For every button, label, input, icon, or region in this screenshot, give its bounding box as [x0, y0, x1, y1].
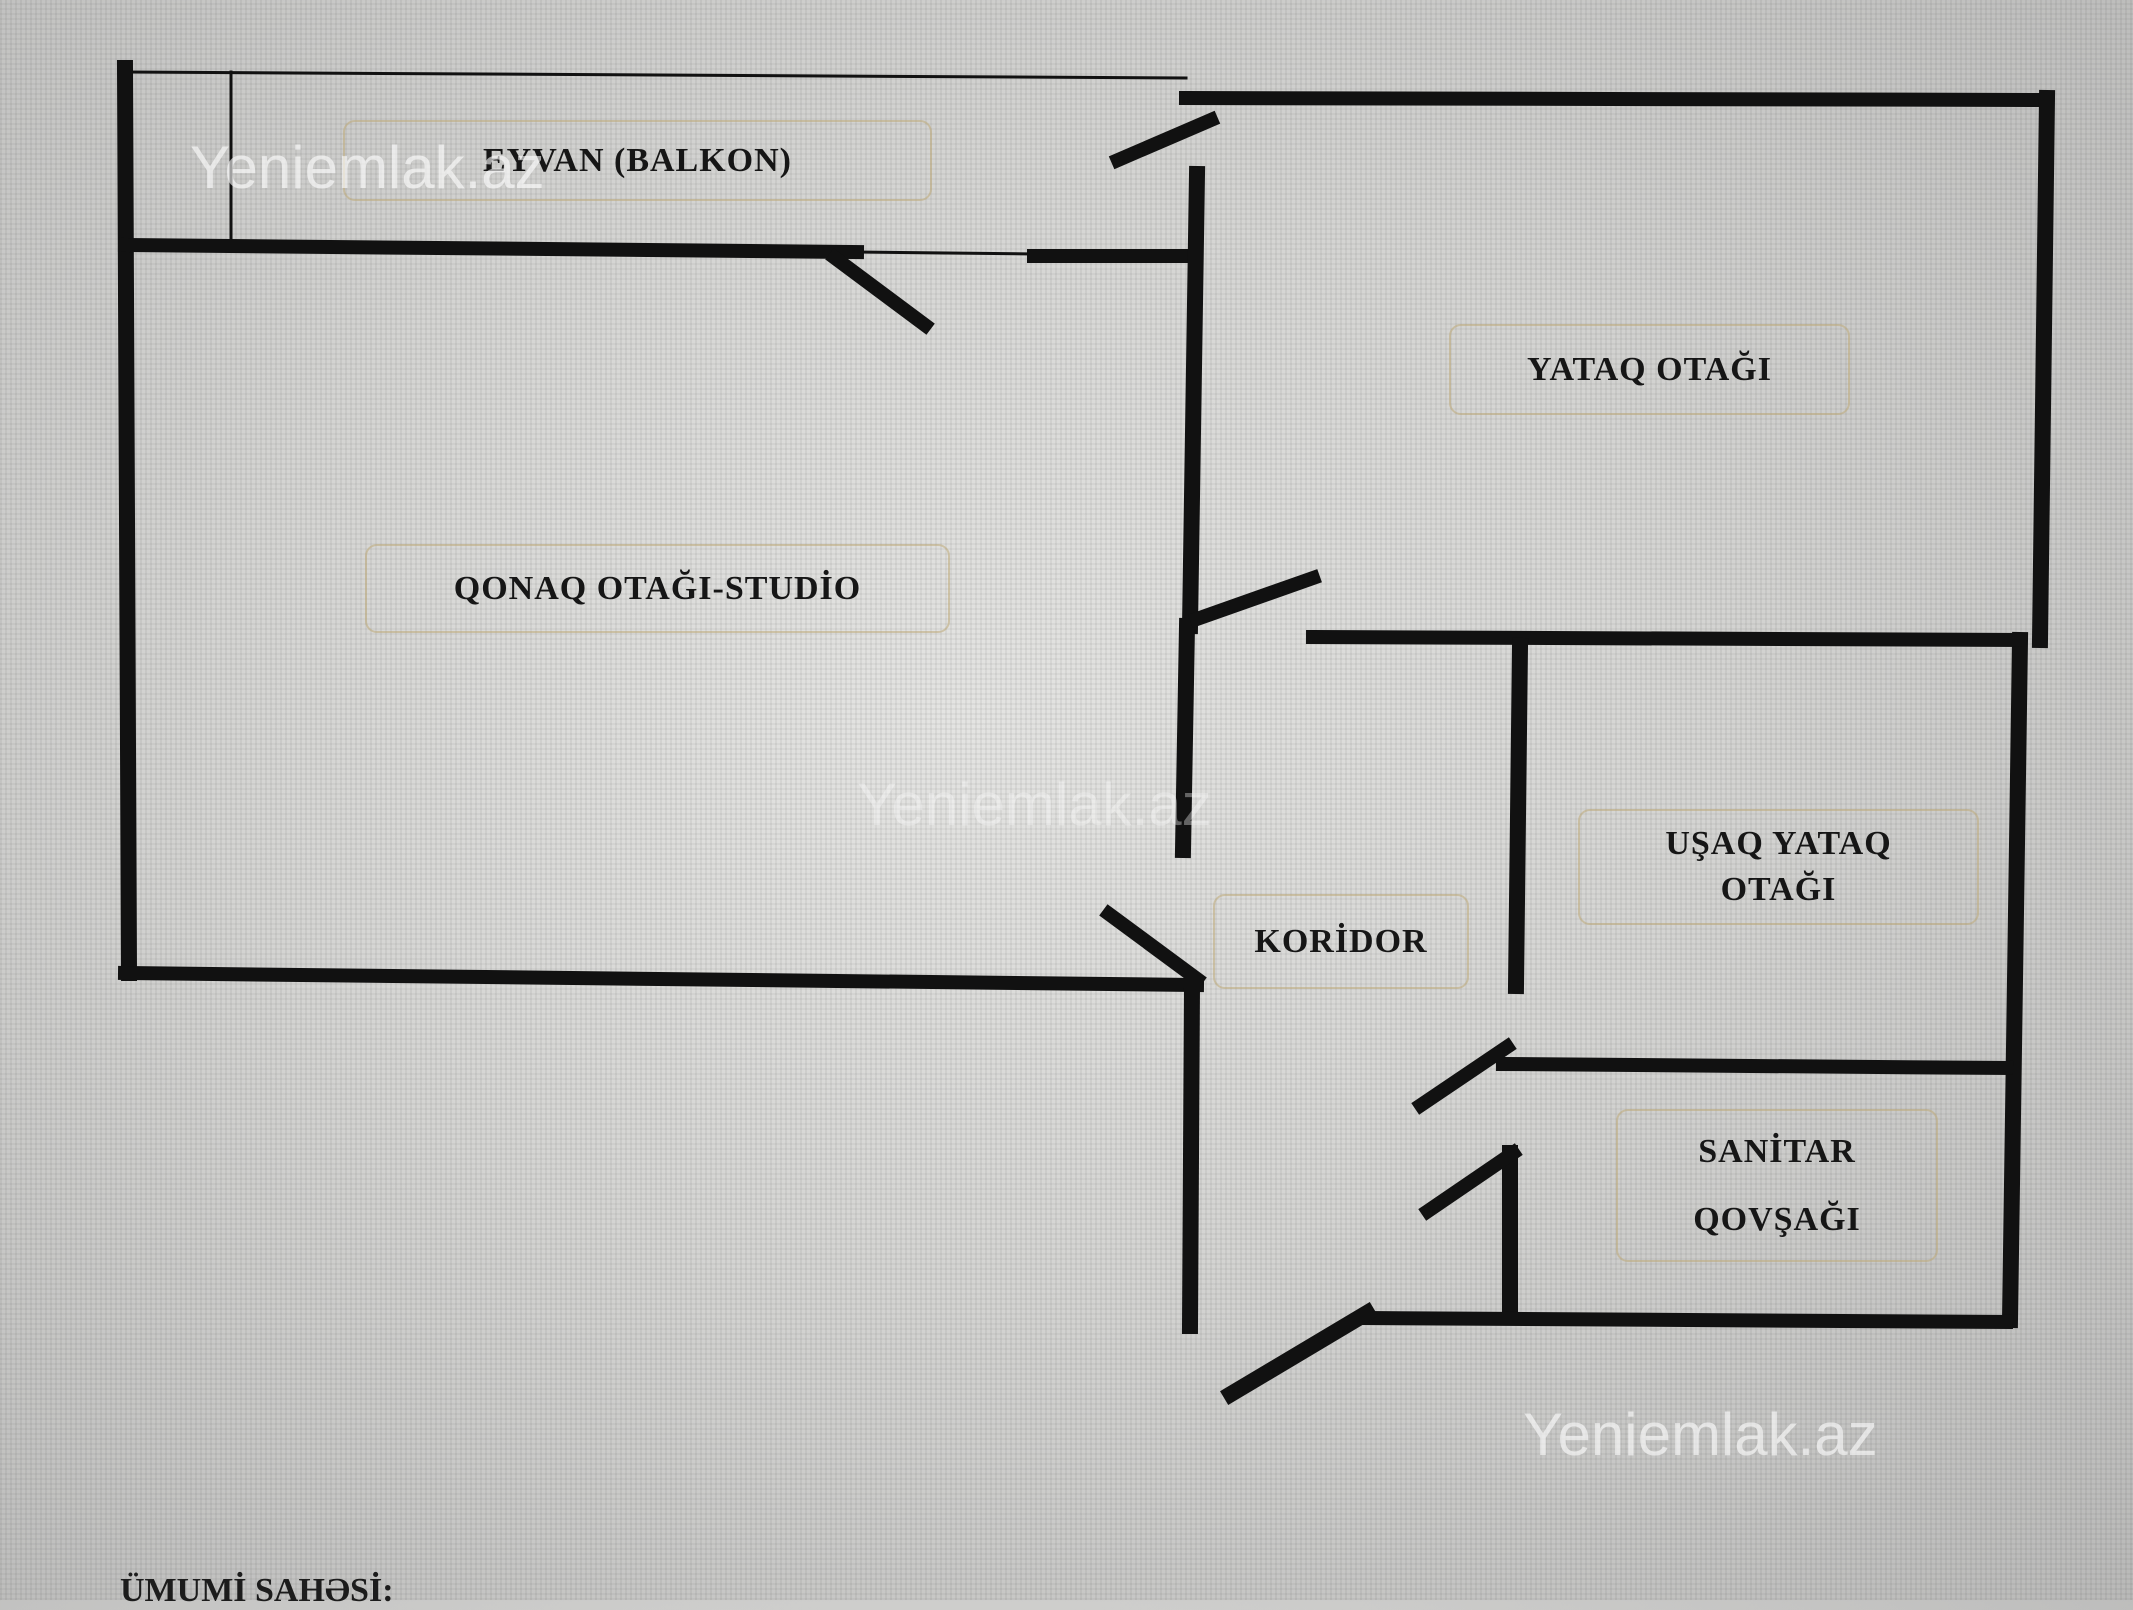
living-bottom-wall: [117, 965, 1205, 993]
corridor-lower-left-wall: [1181, 977, 1201, 1335]
watermark: Yeniemlak.az: [857, 771, 1212, 838]
top-right-wall: [1178, 90, 2055, 108]
watermark: Yeniemlak.az: [190, 134, 545, 201]
living-balcony-door: [825, 248, 935, 335]
room-label-children-bedroom: UŞAQ YATAQ OTAĞI: [1578, 809, 1979, 925]
balcony-door-threshold: [855, 250, 1036, 256]
middle-wall-lower: [1174, 617, 1196, 859]
entrance-door: [1220, 1302, 1378, 1405]
room-label-bedroom: YATAQ OTAĞI: [1449, 324, 1850, 415]
bedroom-balcony-door: [1108, 110, 1221, 170]
middle-wall-upper: [1181, 165, 1206, 635]
children-room-left-wall: [1507, 637, 1529, 995]
room-label-corridor: KORİDOR: [1213, 894, 1469, 989]
bedroom-door: [1188, 569, 1322, 628]
right-outer-wall-lower: [2001, 631, 2029, 1329]
balcony-top-line: [123, 70, 1188, 80]
total-area-label: ÜMUMİ SAHƏSİ:: [120, 1572, 394, 1609]
bedroom-bottom-wall: [1305, 629, 2028, 648]
outer-left-wall: [116, 59, 138, 982]
watermark: Yeniemlak.az: [1523, 1401, 1878, 1468]
living-door: [1099, 904, 1207, 989]
right-outer-wall-upper: [2031, 89, 2056, 649]
bathroom-door: [1418, 1143, 1523, 1221]
room-label-living-room: QONAQ OTAĞI-STUDİO: [365, 544, 950, 633]
children-room-door: [1411, 1037, 1517, 1115]
room-label-bathroom: SANİTAR QOVŞAĞI: [1616, 1109, 1938, 1262]
living-top-wall: [117, 237, 865, 260]
bottom-wall: [1359, 1310, 2014, 1330]
room-label-balcony: EYVAN (BALKON): [343, 120, 932, 201]
bathroom-top-wall: [1495, 1056, 2014, 1076]
